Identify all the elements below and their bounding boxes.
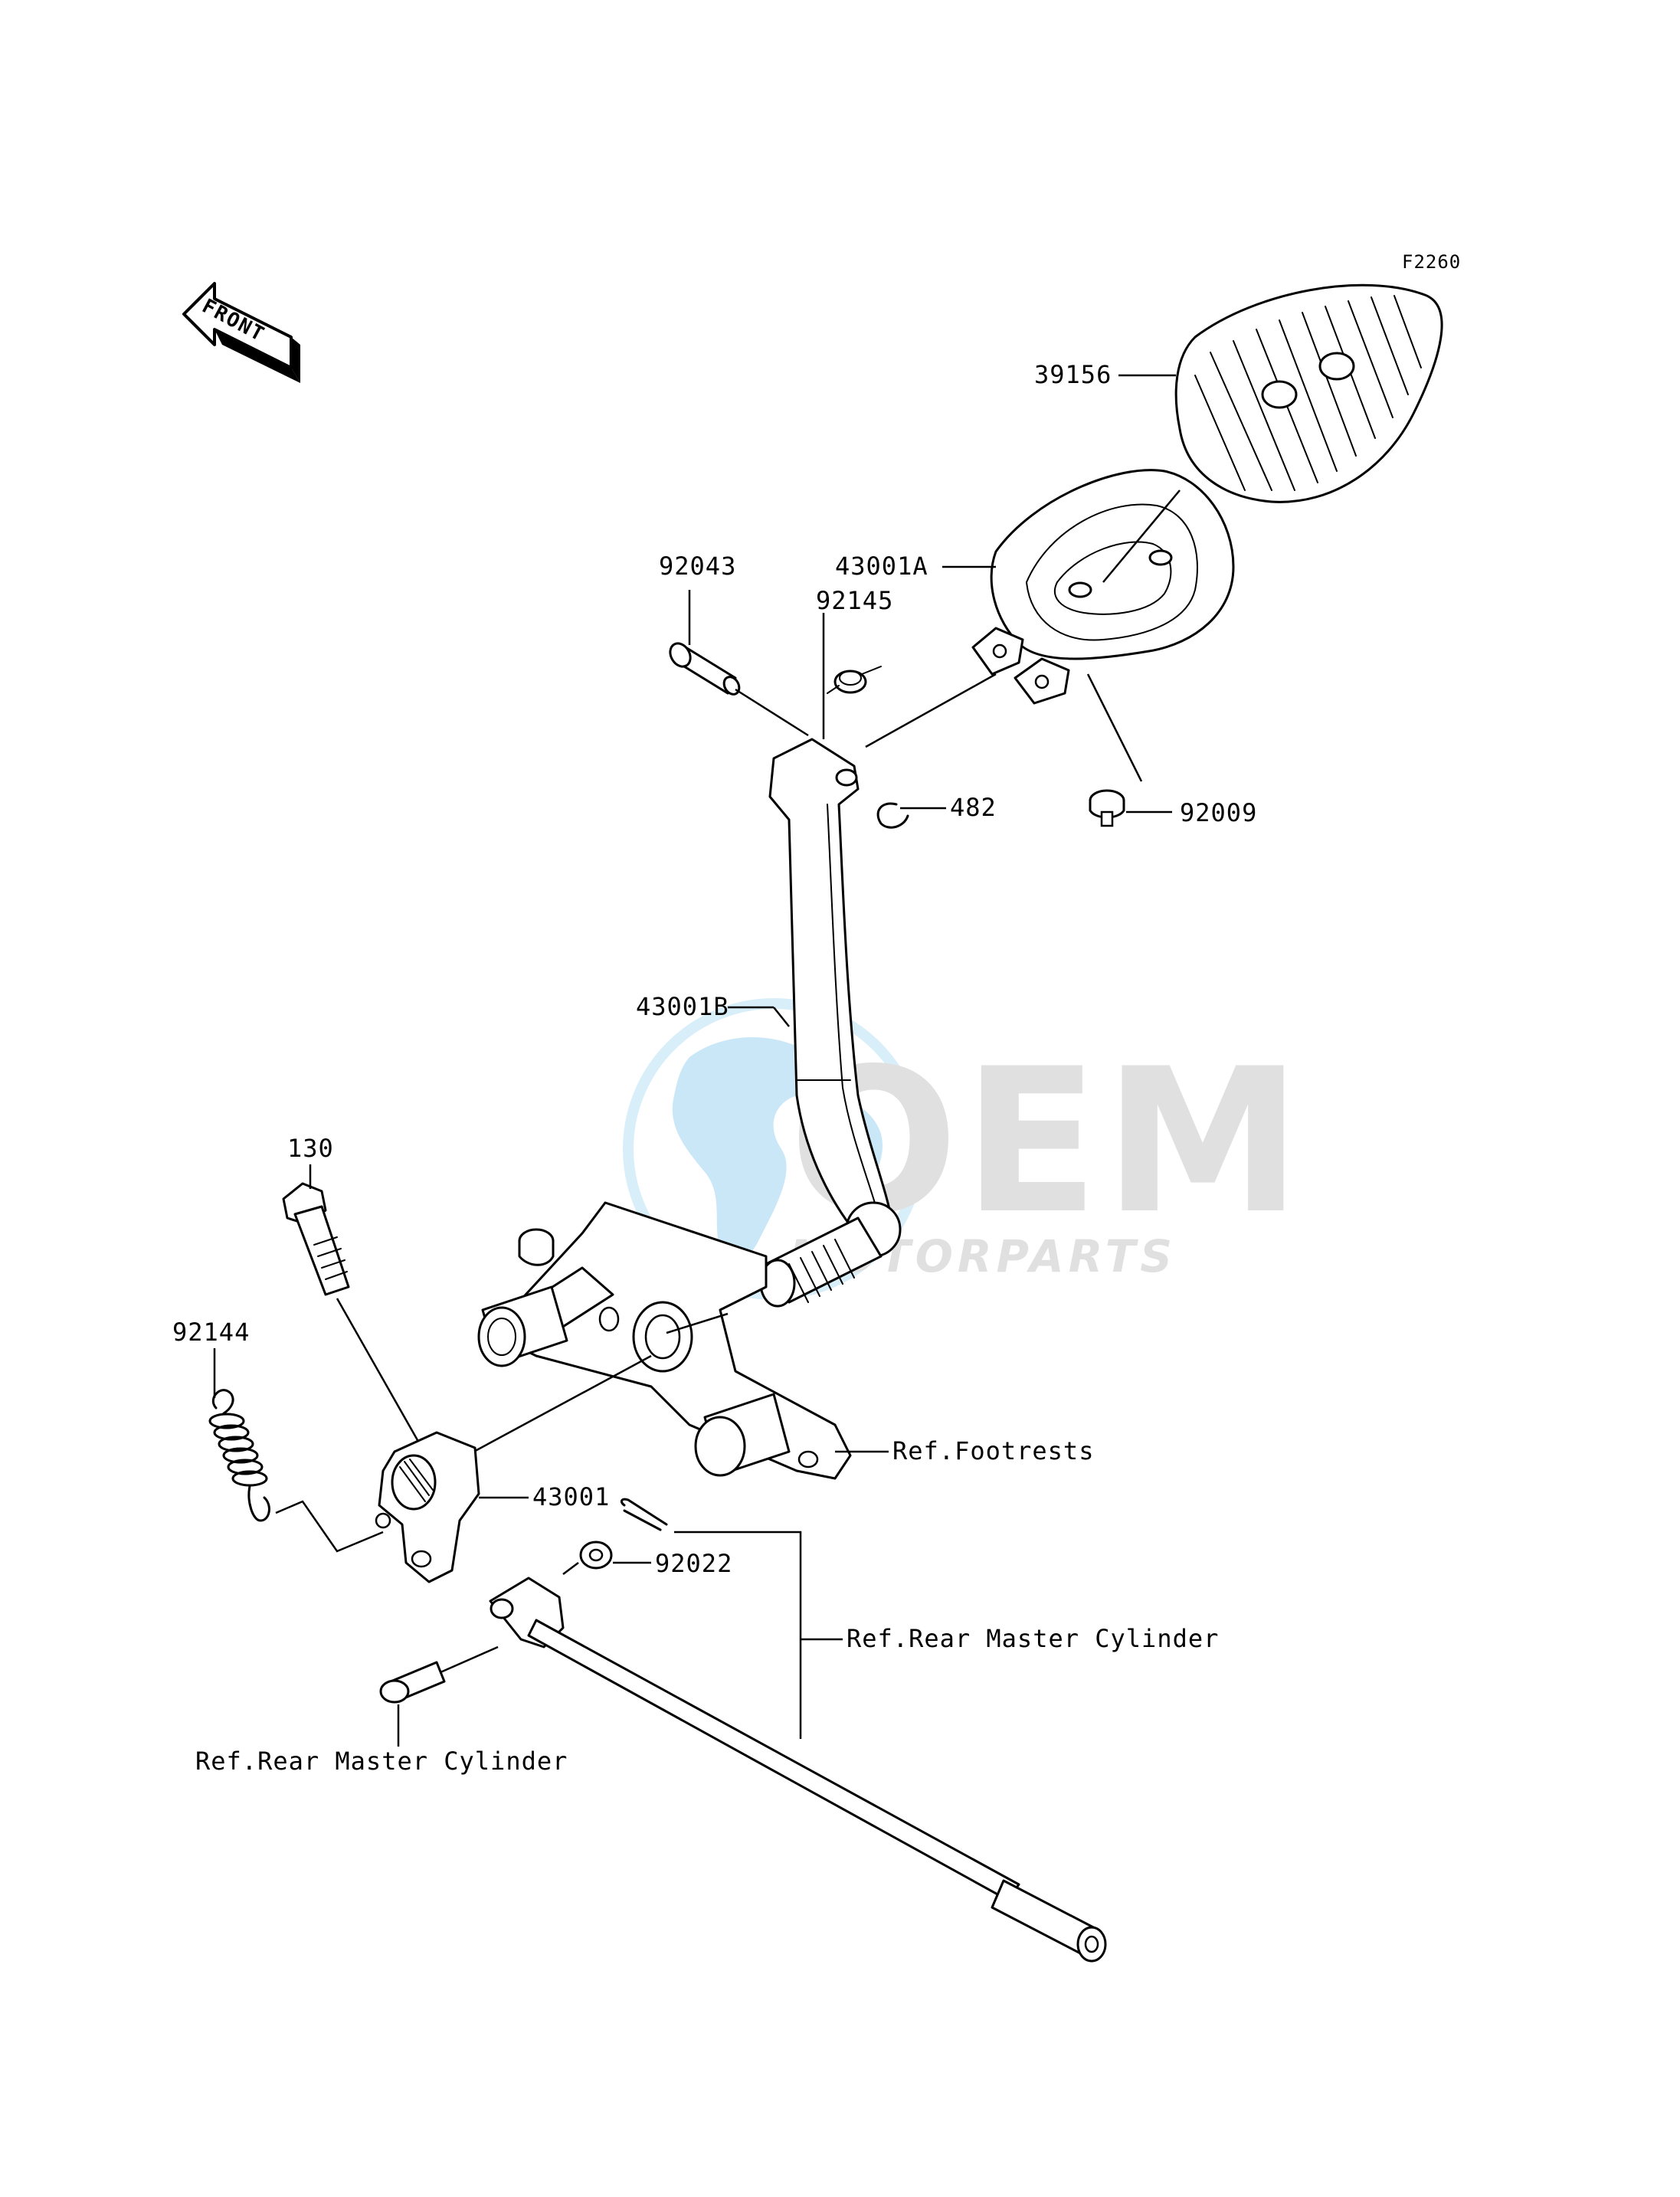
callout-130: 130 [287, 1134, 334, 1163]
callout-92043: 92043 [659, 552, 736, 581]
torsion-spring-92145 [827, 666, 882, 694]
callout-92022: 92022 [655, 1549, 732, 1578]
pedal-pad-39156 [1174, 283, 1443, 503]
clevis-pin-92043 [669, 642, 741, 696]
callout-92144: 92144 [172, 1318, 250, 1347]
brake-rod [489, 1577, 1107, 1963]
cotter-pin [620, 1498, 668, 1531]
snap-ring-482 [876, 802, 909, 829]
figure-id: F2260 [1402, 251, 1461, 273]
callout-482: 482 [950, 793, 997, 822]
callout-92145: 92145 [816, 586, 893, 615]
brake-lever-43001 [375, 1431, 480, 1583]
screw-92009 [1089, 789, 1125, 827]
washer-92022 [579, 1541, 613, 1570]
callout-ref-rear-master-cylinder-left: Ref.Rear Master Cylinder [195, 1747, 568, 1776]
callout-43001: 43001 [532, 1482, 610, 1511]
callout-39156: 39156 [1034, 360, 1112, 389]
callout-43001A: 43001A [835, 552, 928, 581]
callout-92009: 92009 [1180, 798, 1257, 827]
watermark-globe-continents [672, 1036, 819, 1263]
front-arrow-icon: FRONT [182, 282, 300, 383]
return-spring-92144 [208, 1389, 270, 1522]
callout-43001B: 43001B [636, 992, 729, 1021]
clevis-pin [379, 1661, 446, 1704]
pedal-step-43001A [971, 469, 1235, 705]
callout-ref-rear-master-cylinder-right: Ref.Rear Master Cylinder [847, 1624, 1219, 1653]
footrest-bracket [477, 1201, 852, 1480]
bolt-130 [282, 1182, 350, 1296]
callout-ref-footrests: Ref.Footrests [892, 1436, 1094, 1465]
pedal-arm-43001B [759, 738, 902, 1308]
